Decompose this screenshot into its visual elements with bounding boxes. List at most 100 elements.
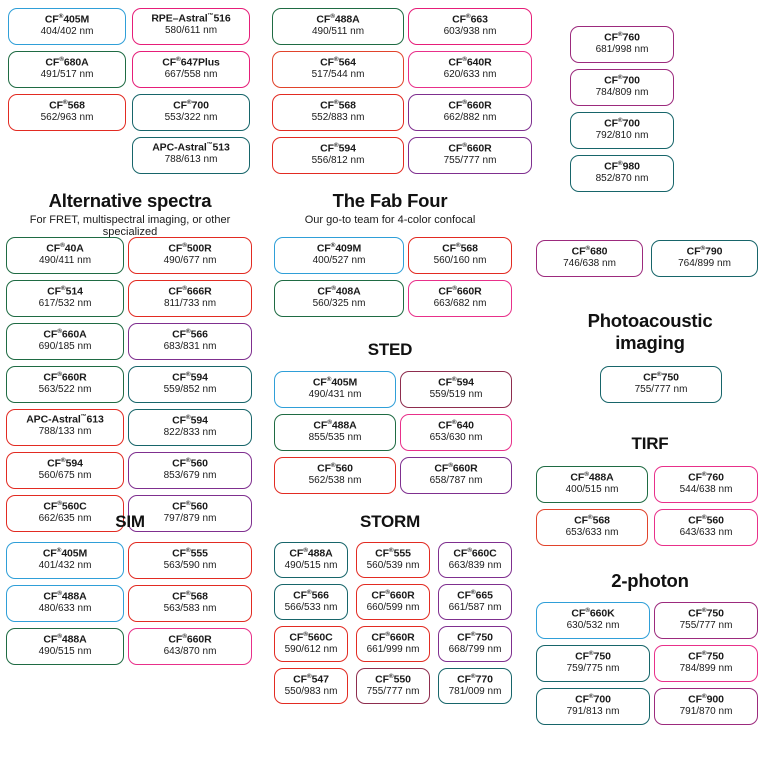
storm-title: STORM xyxy=(359,512,421,531)
dye-spectra: 400/515 nm xyxy=(565,483,619,495)
dye-name: CF®547 xyxy=(293,673,329,686)
dye-spectra: 617/532 nm xyxy=(38,297,92,309)
dye-spectra: 480/633 nm xyxy=(38,602,92,614)
dye-spectra: 643/633 nm xyxy=(679,526,733,538)
dye-name: APC-Astral™613 xyxy=(26,413,104,426)
dye-name: CF®568 xyxy=(49,99,85,112)
dye-spectra: 663/839 nm xyxy=(448,559,502,571)
dye-spectra: 784/899 nm xyxy=(679,662,733,674)
dye-name: CF®660R xyxy=(371,589,415,602)
dye-name: CF®566 xyxy=(172,328,208,341)
alternative-spectra-title: Alternative spectra xyxy=(48,190,212,211)
dye-spectra: 788/613 nm xyxy=(164,153,218,165)
dye-name: CF®760 xyxy=(604,31,640,44)
dye-spectra: 781/009 nm xyxy=(448,685,502,697)
dye-spectra: 797/879 nm xyxy=(163,512,217,524)
dye-spectra: 490/515 nm xyxy=(38,645,92,657)
photoacoustic-title-line-1: Photoacoustic xyxy=(587,310,713,331)
dye-name: CF®594 xyxy=(172,414,208,427)
dye-name: CF®750 xyxy=(457,631,493,644)
storm-section: STORM xyxy=(264,512,516,532)
two-photon-title: 2-photon xyxy=(611,570,689,591)
